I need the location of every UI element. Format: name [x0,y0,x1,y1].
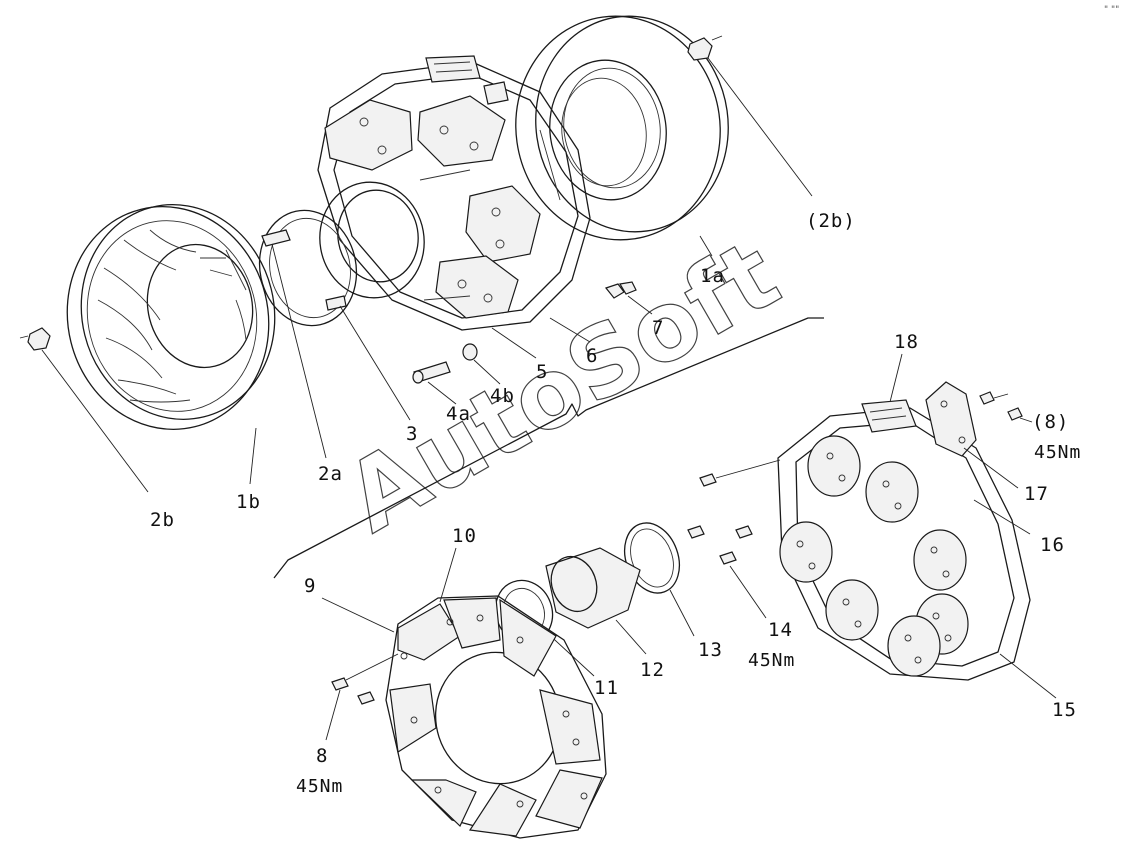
label-1a: 1a [700,265,725,287]
label-4a: 4a [446,403,471,425]
watermark-text: AutoSoft [328,218,797,554]
label-17: 17 [1024,483,1049,505]
part-12-sleeve [545,547,647,655]
label-13: 13 [698,639,723,661]
label-16: 16 [1040,534,1065,556]
part-1a-disc [515,15,729,241]
part-4b-washer [462,343,501,385]
part-8-screws-top [979,391,1033,423]
leader-1b [249,427,257,485]
label-8-bottom: 8 [316,745,328,767]
label-4b: 4b [490,385,515,407]
label-5: 5 [536,361,548,383]
label-2a: 2a [318,463,343,485]
leader-3 [339,305,411,421]
callout-labels: (2b) 1a 7 6 5 4b 4a 3 2a 1b 2b 18 (8) 45… [150,210,1081,797]
part-4a-bolt [412,361,457,405]
part-2b-nut-top [687,35,813,197]
leader-6 [549,317,591,343]
label-1b: 1b [236,491,261,513]
part-17-bracket [925,381,1019,489]
top-assembly [19,15,813,493]
label-2b-left: 2b [150,509,175,531]
part-18-connector [861,353,917,433]
part-15-stator [777,407,1057,699]
label-14: 14 [768,619,793,641]
part-2a-ring [258,209,358,327]
part-1b-vented-disc [66,204,276,430]
torque-8-top: 45Nm [1034,442,1081,463]
label-15: 15 [1052,699,1077,721]
label-18: 18 [894,331,919,353]
leader-16 [973,499,1031,535]
leader-1a [699,235,713,257]
leader-5 [491,327,537,359]
label-8-top: (8) [1032,411,1069,433]
leader-2a [271,243,327,459]
part-14-screws [687,459,781,619]
torque-8-bottom: 45Nm [296,776,343,797]
corner-mark: " "" [1104,5,1119,15]
torque-14: 45Nm [748,650,795,671]
coil-poles [779,435,969,677]
part-8-screws-bottom [325,677,375,741]
label-9: 9 [304,575,316,597]
label-11: 11 [594,677,619,699]
label-12: 12 [640,659,665,681]
part-7-clip [604,281,653,315]
part-2b-nut-left [19,327,149,493]
label-2b-top: (2b) [806,210,856,232]
label-10: 10 [452,525,477,547]
label-7: 7 [652,317,664,339]
part-9-pad-ring [321,547,607,839]
label-3: 3 [406,423,418,445]
divider-line [273,317,824,579]
central-housing [317,55,591,331]
bottom-assembly [321,353,1057,839]
label-6: 6 [586,345,598,367]
